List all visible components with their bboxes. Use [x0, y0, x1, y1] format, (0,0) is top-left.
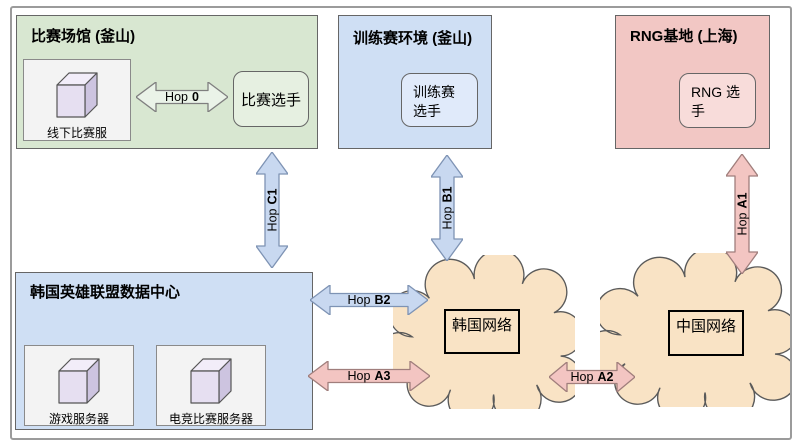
venue-server-node: 线下比赛服	[23, 59, 131, 141]
game-server-node: 游戏服务器	[24, 345, 134, 426]
korea-network-cloud	[393, 255, 575, 409]
server-cube-icon	[57, 355, 101, 410]
scrim-region: 训练赛环境 (釜山) 训练赛选手	[338, 15, 492, 149]
china-network-cloud	[600, 253, 790, 407]
scrim-player-node: 训练赛选手	[401, 73, 478, 127]
datacenter-region: 韩国英雄联盟数据中心 游戏服务器 电竞比赛服务器	[15, 272, 313, 430]
scrim-title: 训练赛环境 (釜山)	[353, 30, 473, 47]
venue-player-node: 比赛选手	[233, 71, 309, 127]
server-cube-icon	[55, 69, 99, 124]
rng-title: RNG基地 (上海)	[630, 28, 738, 45]
esports-server-label: 电竞比赛服务器	[168, 412, 253, 426]
venue-title: 比赛场馆 (釜山)	[31, 28, 136, 45]
esports-server-node: 电竞比赛服务器	[156, 345, 266, 426]
game-server-label: 游戏服务器	[48, 412, 109, 426]
venue-server-label: 线下比赛服	[46, 126, 107, 140]
korea-network-label: 韩国网络	[444, 309, 520, 354]
datacenter-title: 韩国英雄联盟数据中心	[30, 284, 181, 301]
venue-region: 比赛场馆 (釜山) 线下比赛服 比赛选手	[16, 15, 318, 149]
rng-region: RNG基地 (上海) RNG 选手	[615, 15, 770, 149]
rng-player-node: RNG 选手	[679, 73, 756, 128]
server-cube-icon	[189, 355, 233, 410]
diagram-outer-frame	[10, 6, 792, 440]
china-network-label: 中国网络	[668, 310, 744, 356]
